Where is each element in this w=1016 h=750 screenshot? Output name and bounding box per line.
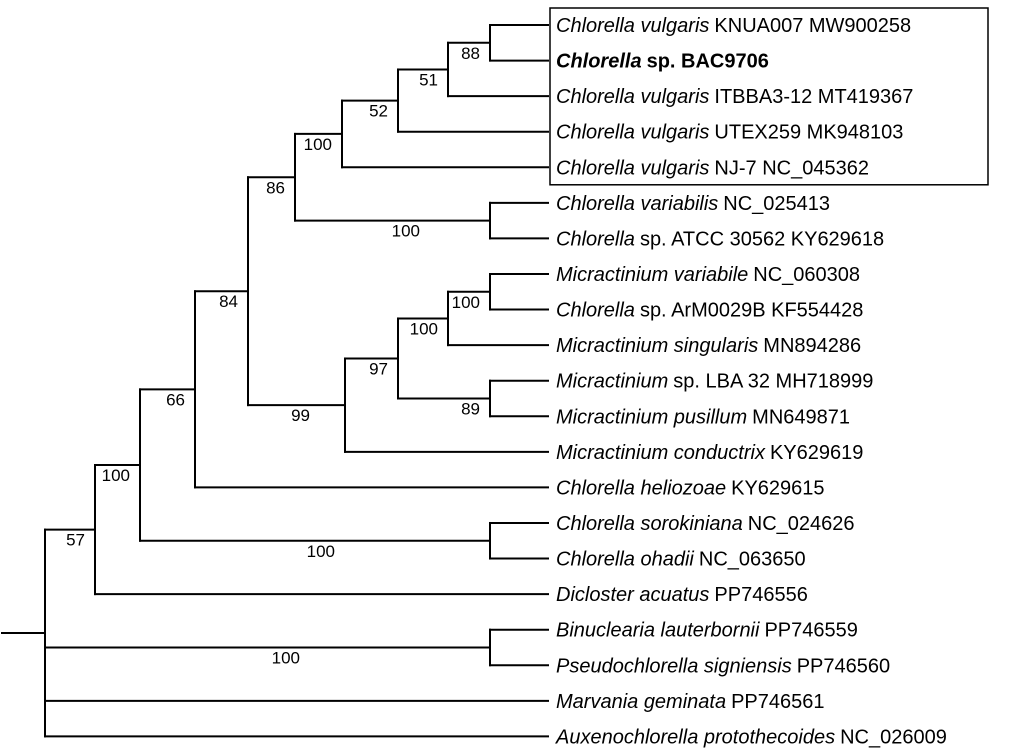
support-value: 100 [272, 648, 300, 667]
support-value: 51 [419, 70, 438, 89]
support-value: 100 [307, 542, 335, 561]
support-value: 97 [369, 359, 388, 378]
taxon-accession: NC_060308 [753, 264, 860, 286]
taxon-name-italic: Chlorella heliozoae [556, 477, 726, 499]
taxon-name-italic: Chlorella [556, 300, 635, 322]
taxon-accession: sp. LBA 32 MH718999 [673, 371, 873, 393]
taxon-accession: sp. ArM0029B KF554428 [640, 300, 863, 322]
taxon-accession: NC_026009 [840, 726, 947, 748]
taxon-name-italic: Chlorella vulgaris [556, 86, 709, 108]
taxon-name-italic: Chlorella variabilis [556, 193, 718, 215]
support-value: 89 [461, 399, 480, 418]
taxon-accession: sp. BAC9706 [647, 51, 769, 73]
taxon-accession: NC_024626 [748, 513, 855, 535]
taxon-name-italic: Chlorella vulgaris [556, 122, 709, 144]
taxon-accession: PP746559 [764, 620, 857, 642]
taxon-name-italic: Micractinium conductrix [556, 442, 766, 464]
taxon-accession: KY629615 [731, 477, 824, 499]
taxon-accession: PP746560 [797, 655, 890, 677]
support-value: 57 [66, 531, 85, 550]
taxon-accession: NC_025413 [723, 193, 830, 215]
taxon-accession: MN649871 [752, 406, 850, 428]
support-value: 100 [304, 135, 332, 154]
support-value: 52 [369, 102, 388, 121]
taxon-name-italic: Micractinium singularis [556, 335, 758, 357]
taxon-name-italic: Micractinium variabile [556, 264, 748, 286]
taxon-accession: NC_063650 [699, 549, 806, 571]
taxon-name-italic: Micractinium pusillum [556, 406, 747, 428]
taxon-name-italic: Chlorella ohadii [556, 549, 694, 571]
support-value: 100 [392, 222, 420, 241]
taxon-name-italic: Dicloster acuatus [556, 584, 709, 606]
taxon-accession: sp. ATCC 30562 KY629618 [640, 228, 884, 250]
support-value: 66 [166, 390, 185, 409]
support-value: 84 [219, 292, 238, 311]
support-value: 100 [102, 466, 130, 485]
support-value: 99 [291, 406, 310, 425]
taxon-accession: MN894286 [763, 335, 861, 357]
taxon-accession: PP746561 [731, 691, 824, 713]
support-value: 100 [410, 319, 438, 338]
taxon-accession: KY629619 [770, 442, 863, 464]
taxon-name-italic: Chlorella vulgaris [556, 15, 709, 37]
taxon-accession: PP746556 [714, 584, 807, 606]
taxon-name-italic: Marvania geminata [556, 691, 726, 713]
taxon-name-italic: Chlorella sorokiniana [556, 513, 743, 535]
taxon-name-italic: Pseudochlorella signiensis [556, 655, 792, 677]
taxon-name-italic: Chlorella [556, 228, 635, 250]
support-value: 100 [452, 293, 480, 312]
taxon-name-italic: Micractinium [556, 371, 668, 393]
taxon-accession: KNUA007 MW900258 [714, 15, 911, 37]
highlight-box [549, 7, 989, 186]
taxon-accession: NJ-7 NC_045362 [714, 157, 869, 179]
taxon-name-italic: Auxenochlorella protothecoides [555, 726, 835, 748]
taxon-name-italic: Chlorella [556, 51, 642, 73]
taxon-name-italic: Binuclearia lauterbornii [556, 620, 760, 642]
support-value: 88 [461, 44, 480, 63]
taxon-accession: ITBBA3-12 MT419367 [714, 86, 913, 108]
taxon-name-italic: Chlorella vulgaris [556, 157, 709, 179]
taxon-accession: UTEX259 MK948103 [714, 122, 903, 144]
support-value: 86 [266, 178, 285, 197]
